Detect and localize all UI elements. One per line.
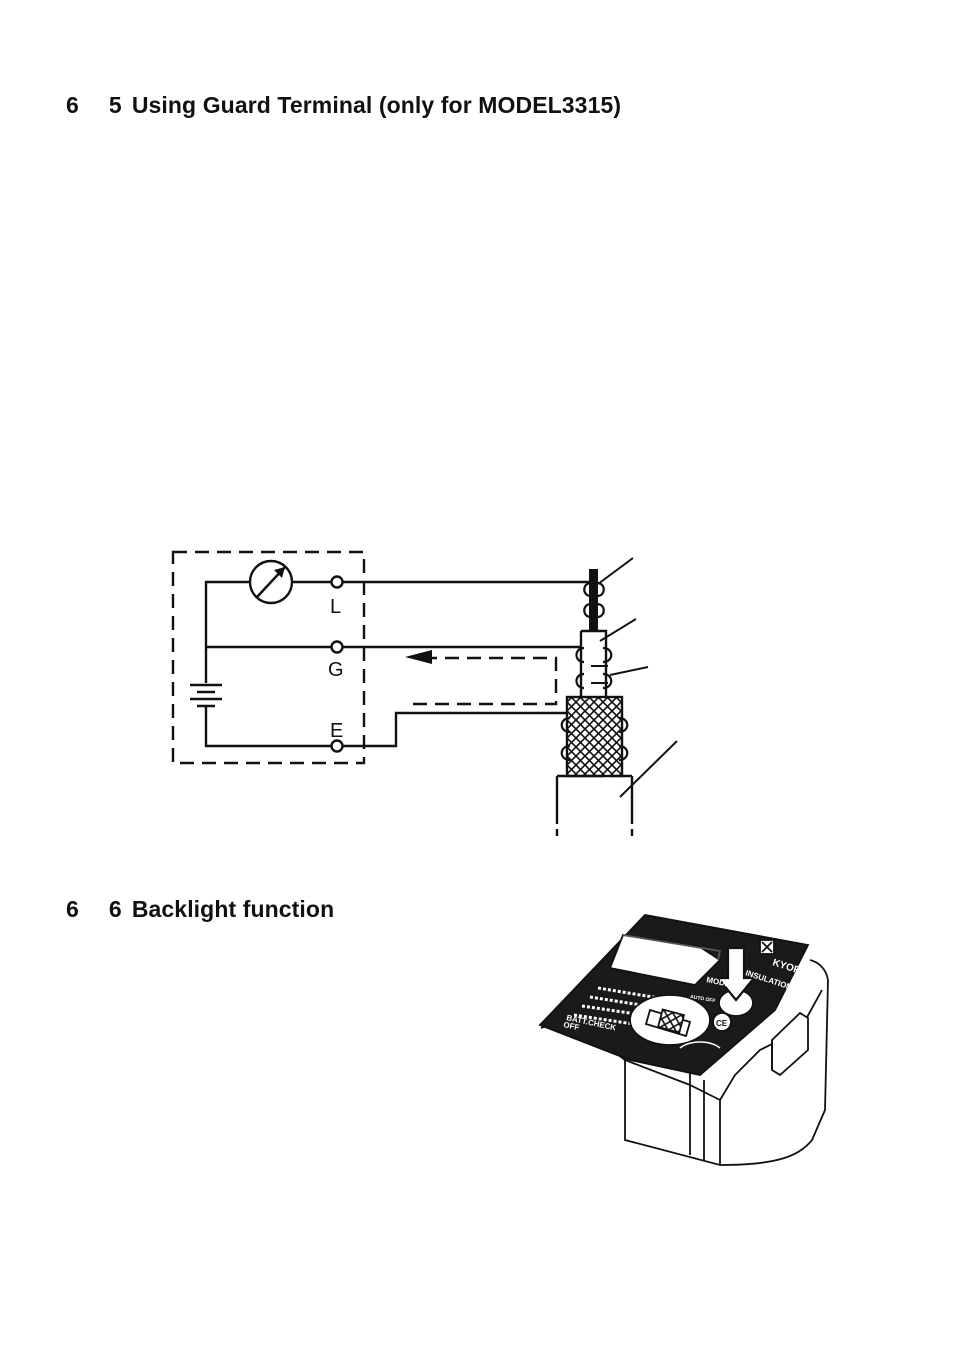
section-number: 6 (66, 896, 79, 922)
section-subnumber: 5 (108, 92, 122, 118)
terminal-g (330, 640, 344, 654)
leader-line-jacket (619, 740, 678, 798)
leader-line-conductor (597, 557, 634, 585)
press-arrow (715, 946, 757, 1002)
terminal-label-g: G (328, 659, 344, 681)
current-arrow (405, 650, 432, 664)
cable-conductor (589, 569, 598, 631)
section-heading-6-5: 6 5 Using Guard Terminal (only for MODEL33… (66, 92, 621, 119)
backlight-device-illustration (538, 914, 829, 1167)
leakage-current-path (413, 656, 558, 706)
section-number: 6 (66, 92, 79, 118)
terminal-label-e: E (330, 720, 343, 742)
earth-wire (343, 711, 567, 748)
leader-line-coil (609, 666, 649, 676)
leader-line-insulation (599, 618, 637, 642)
device-off: OFF (563, 1020, 581, 1032)
cable-insulation (579, 629, 608, 698)
cable-shield (565, 695, 624, 778)
terminal-e (330, 739, 344, 753)
battery-symbol (190, 683, 222, 708)
terminal-label-l: L (330, 596, 341, 618)
section-heading-6-6: 6 6 Backlight function (66, 896, 334, 923)
side-latch (771, 1011, 809, 1077)
internal-wiring (204, 580, 331, 748)
section-subnumber: 6 (108, 896, 122, 922)
terminal-l (330, 575, 344, 589)
device-ce: CE (716, 1019, 728, 1028)
probe-holder (679, 1041, 721, 1049)
device-auto-off: AUTO OFF (690, 994, 716, 1004)
instrument-enclosure (171, 550, 366, 765)
section-title: Using Guard Terminal (only for MODEL3315… (131, 92, 622, 118)
guard-terminal-diagram (171, 550, 678, 836)
cable-jacket (555, 774, 634, 836)
ce-mark (712, 1012, 732, 1032)
section-title: Backlight function (131, 896, 335, 922)
